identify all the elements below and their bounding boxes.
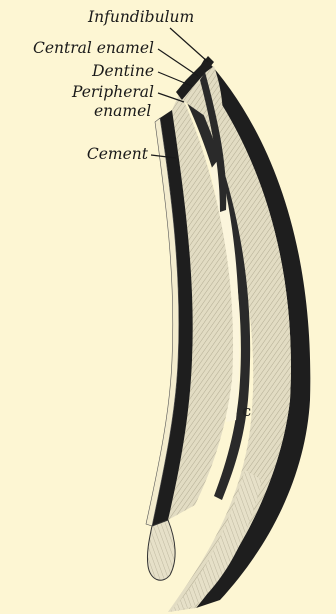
label-peripheral-enamel-line1: Peripheral — [72, 84, 154, 100]
label-infundibulum: Infundibulum — [88, 9, 194, 25]
root-tip-left — [147, 520, 175, 580]
leader-infundibulum — [170, 28, 208, 62]
label-peripheral-enamel-line2: enamel — [94, 103, 151, 119]
leader-central-enamel — [158, 49, 198, 76]
label-cavity: c — [242, 402, 251, 420]
label-dentine: Dentine — [92, 63, 154, 79]
label-cement: Cement — [87, 146, 148, 162]
label-central-enamel: Central enamel — [33, 40, 154, 56]
leader-dentine — [158, 72, 192, 86]
